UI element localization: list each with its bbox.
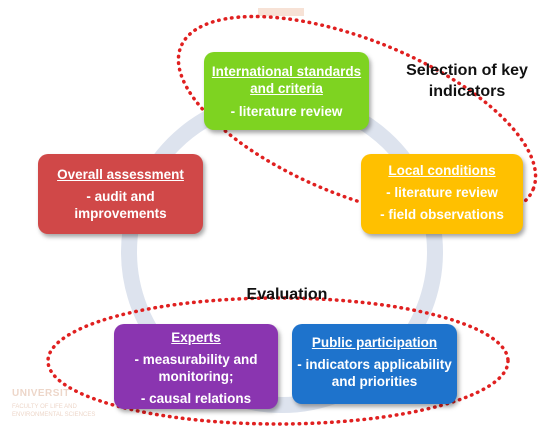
- node-local-item-2: - field observations: [380, 207, 504, 222]
- selection-label-line-1: Selection of key: [406, 62, 528, 79]
- university-watermark: UNIVERSIT FACULTY OF LIFE AND ENVIRONMEN…: [12, 388, 95, 419]
- selection-label-line-2: indicators: [428, 83, 506, 100]
- watermark-line-2: FACULTY OF LIFE AND: [12, 404, 77, 410]
- node-experts-title: Experts: [171, 330, 221, 345]
- node-public-participation: Public participation - indicators applic…: [292, 324, 457, 404]
- node-international-title-line-1: International standards: [211, 64, 362, 79]
- node-international-title-line-2: and criteria: [250, 81, 323, 96]
- node-local-item-1: - literature review: [386, 185, 498, 200]
- top-watermark-mark: [258, 8, 304, 16]
- node-overall-assessment: Overall assessment - audit and improveme…: [38, 154, 203, 234]
- selection-dotted-ellipse: [176, 14, 538, 222]
- evaluation-dotted-ellipse: [46, 296, 510, 426]
- node-overall-item-2: improvements: [74, 206, 167, 221]
- node-local-title: Local conditions: [388, 163, 496, 178]
- evaluation-label: Evaluation: [246, 286, 328, 303]
- watermark-line-1: UNIVERSIT: [12, 388, 70, 399]
- node-overall-title: Overall assessment: [57, 167, 184, 182]
- watermark-line-3: ENVIRONMENTAL SCIENCES: [12, 412, 96, 418]
- node-public-item-1: - indicators applicability: [297, 357, 452, 372]
- selection-label: Selection of key indicators: [392, 60, 542, 102]
- node-experts-item-1: - measurability and: [134, 352, 258, 367]
- node-international-standards: International standards and criteria - l…: [204, 52, 369, 130]
- node-experts-item-2: monitoring;: [158, 369, 234, 384]
- node-public-title: Public participation: [311, 335, 438, 350]
- node-experts-item-3: - causal relations: [140, 391, 252, 406]
- node-experts: Experts - measurability and monitoring; …: [114, 324, 278, 409]
- node-overall-item-1: - audit and: [86, 189, 155, 204]
- node-international-item-1: - literature review: [230, 104, 343, 119]
- node-public-item-2: and priorities: [331, 374, 418, 389]
- node-local-conditions: Local conditions - literature review - f…: [361, 154, 523, 234]
